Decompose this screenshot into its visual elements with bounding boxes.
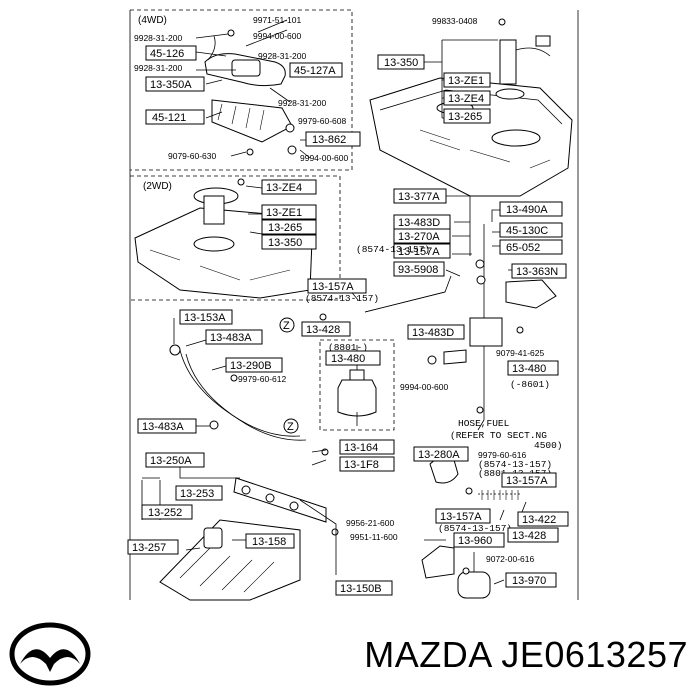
label-13-422: 13-422 (522, 514, 556, 526)
label-9994-00-600-a: 9994-00-600 (253, 31, 301, 41)
label-13-970: 13-970 (512, 575, 546, 587)
label-13-483d-a: 13-483D (398, 217, 440, 229)
label-13-270a: 13-270A (398, 231, 440, 243)
label-13-862: 13-862 (312, 134, 346, 146)
part-number: JE0613257 (501, 634, 688, 675)
label-13-428-a: 13-428 (306, 324, 340, 336)
brand-footer: MAZDA JE0613257 (0, 608, 700, 700)
label-13-483a-b: 13-483A (142, 421, 184, 433)
label-45-121: 45-121 (152, 112, 186, 124)
label-9951-11-600: 9951-11-600 (350, 532, 398, 542)
label-13-ze1-2wd: 13-ZE1 (266, 207, 302, 219)
label-9928-31-200-d: 9928-31-200 (278, 98, 326, 108)
label-13-157a-a: 13-157A (398, 246, 440, 258)
callout-z-top: Z (279, 317, 295, 333)
label-13-363n: 13-363N (516, 266, 558, 278)
brand-name: MAZDA (364, 634, 491, 675)
svg-text:Z: Z (283, 320, 290, 332)
label-13-164: 13-164 (344, 442, 378, 454)
note-8574-b: (8574-13-157) (305, 293, 379, 304)
label-9979-60-608: 9979-60-608 (298, 116, 346, 126)
label-13-1f8: 13-1F8 (344, 459, 379, 471)
label-13-157a-d: 13-157A (440, 511, 482, 523)
label-13-265-2wd: 13-265 (268, 222, 302, 234)
label-13-350-2wd: 13-350 (268, 237, 302, 249)
label-13-483a-a: 13-483A (210, 332, 252, 344)
label-65-052: 65-052 (506, 242, 540, 254)
intake-manifold (159, 448, 339, 601)
hose-note-2: (REFER TO SECT.NG (450, 430, 547, 441)
fuel-tank-4wd (369, 18, 573, 197)
label-9928-31-200-b: 9928-31-200 (258, 51, 306, 61)
label-13-ze4-top: 13-ZE4 (448, 93, 484, 105)
label-13-480-a: 13-480 (331, 353, 365, 365)
label-13-158: 13-158 (252, 536, 286, 548)
fuel-lines-middle (169, 275, 452, 441)
label-13-ze1-top: 13-ZE1 (448, 75, 484, 87)
label-13-157a-b: 13-157A (312, 281, 354, 293)
label-9956-21-600: 9956-21-600 (346, 518, 394, 528)
filler-assembly-4wd (204, 29, 318, 159)
two-wd-boundary (130, 175, 341, 301)
label-9072-00-616: 9072-00-616 (486, 554, 534, 564)
label-99833-0408: 99833-0408 (432, 16, 478, 26)
label-9079-60-630: 9079-60-630 (168, 151, 216, 161)
note-8574-d: (8574-13-157) (438, 523, 512, 534)
label-93-5908: 93-5908 (398, 264, 438, 276)
label-9928-31-200-a: 9928-31-200 (134, 33, 182, 43)
label-13-257: 13-257 (132, 542, 166, 554)
brand-title: MAZDA JE0613257 (364, 634, 688, 676)
note-8574-a: (8574-13-157) (356, 244, 430, 255)
label-13-960: 13-960 (458, 535, 492, 547)
label-9979-60-616: 9979-60-616 (478, 450, 526, 460)
label-45-130c: 45-130C (506, 225, 548, 237)
svg-text:Z: Z (287, 421, 294, 433)
label-13-428-b: 13-428 (512, 530, 546, 542)
label-13-250a: 13-250A (150, 455, 192, 467)
section-4wd: (4WD) (138, 15, 167, 26)
label-13-377a: 13-377A (398, 191, 440, 203)
label-13-480-b: 13-480 (512, 363, 546, 375)
label-13-280a: 13-280A (418, 449, 460, 461)
label-45-126: 45-126 (150, 48, 184, 60)
label-13-153a: 13-153A (184, 312, 226, 324)
label-9994-00-600-c: 9994-00-600 (400, 382, 448, 392)
label-13-490a: 13-490A (506, 204, 548, 216)
label-13-350-top: 13-350 (384, 57, 418, 69)
label-9979-60-612: 9979-60-612 (238, 374, 286, 384)
note-8574-c: (8574-13-157) (478, 459, 552, 470)
fuel-filter-box (319, 339, 395, 431)
label-9928-31-200-c: 9928-31-200 (134, 63, 182, 73)
label-13-265-top: 13-265 (448, 111, 482, 123)
canister-assembly (421, 457, 522, 599)
note-8801: (8801-) (328, 342, 368, 353)
label-13-252: 13-252 (148, 507, 182, 519)
hose-note-3: 4500) (534, 440, 563, 451)
label-13-290b: 13-290B (230, 360, 272, 372)
label-13-253: 13-253 (180, 488, 214, 500)
four-wd-boundary (130, 9, 353, 171)
label-13-483d-b: 13-483D (412, 327, 454, 339)
part-labels: 9971-51-101 9928-31-200 9994-00-600 45-1… (127, 15, 569, 596)
section-2wd: (2WD) (143, 181, 172, 192)
mazda-logo-icon (9, 622, 91, 686)
fuel-pump-assembly (427, 224, 557, 431)
label-9994-00-600-b: 9994-00-600 (300, 153, 348, 163)
hose-note-1: HOSE,FUEL (458, 418, 510, 429)
note-8601: (-8601) (510, 379, 550, 390)
label-13-157a-c: 13-157A (506, 475, 548, 487)
parts-diagram: (4WD) (2WD) (127, 9, 579, 601)
callout-z-bottom: Z (283, 418, 299, 434)
label-13-350a: 13-350A (150, 79, 192, 91)
label-9971-51-101: 9971-51-101 (253, 15, 301, 25)
label-13-150b: 13-150B (340, 583, 382, 595)
label-45-127a: 45-127A (294, 65, 336, 77)
label-13-ze4-2wd: 13-ZE4 (266, 182, 302, 194)
label-9079-41-625: 9079-41-625 (496, 348, 544, 358)
